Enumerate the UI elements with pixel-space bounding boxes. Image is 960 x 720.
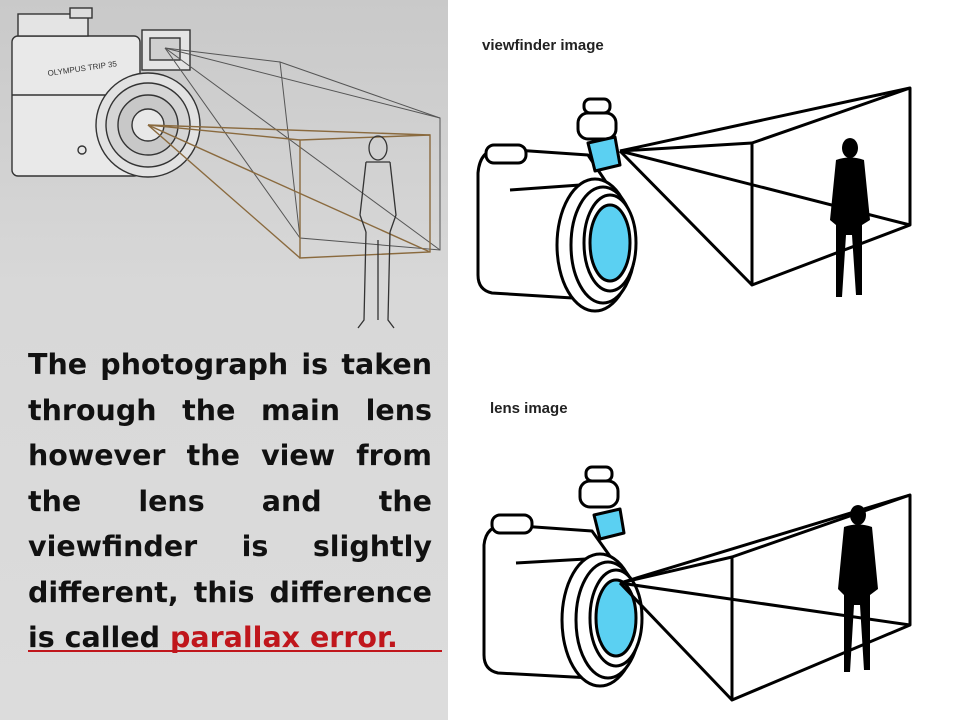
- lens-diagram: [482, 465, 912, 702]
- viewfinder-image-title: viewfinder image: [482, 37, 604, 54]
- caption-body: The photograph is taken through the main…: [28, 348, 432, 654]
- viewfinder-diagram: [476, 86, 912, 313]
- lens-image-title: lens image: [490, 400, 568, 417]
- parallax-error-term: parallax error.: [169, 621, 398, 654]
- left-panel: OLYMPUS TRIP 35 The photograph is taken …: [0, 0, 448, 720]
- caption-text: The photograph is taken through the main…: [28, 342, 432, 661]
- caption-underline: [28, 650, 442, 652]
- camera-sketch-illustration: OLYMPUS TRIP 35: [11, 7, 441, 329]
